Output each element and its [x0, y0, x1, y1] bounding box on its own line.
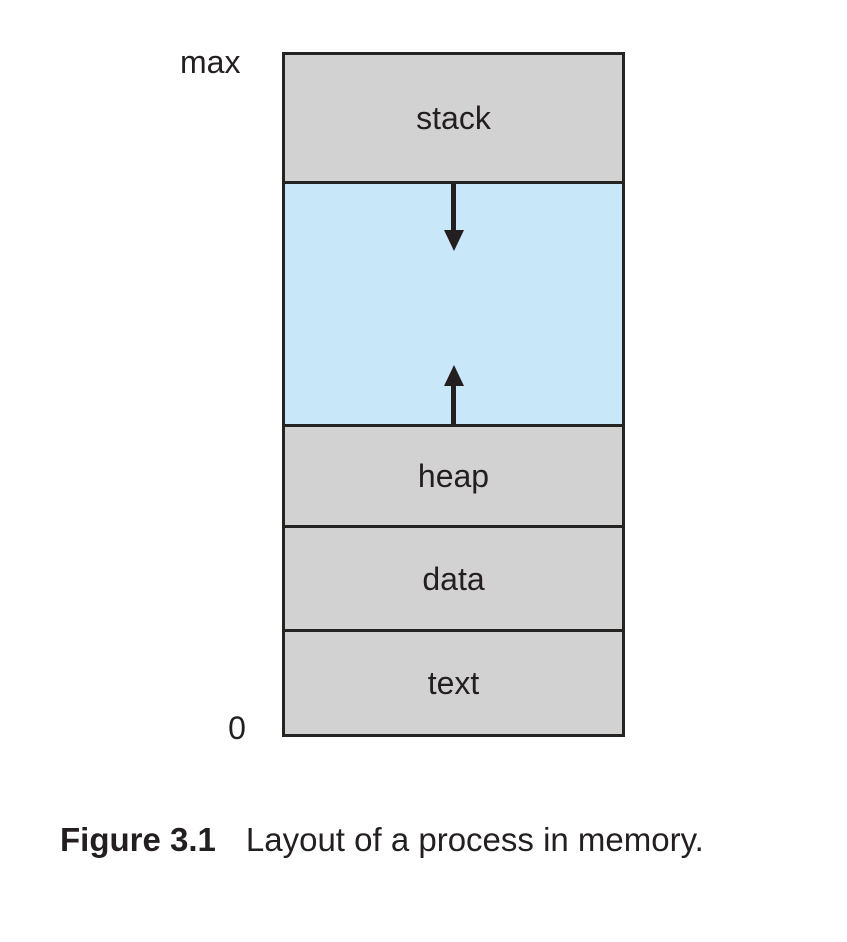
stack-section-label: stack [416, 100, 491, 136]
memory-section-data: data [285, 528, 622, 632]
process-memory-box: stack heap data text [282, 52, 625, 737]
heap-section-label: heap [417, 458, 490, 494]
data-section-label: data [422, 560, 485, 597]
memory-section-heap: heap [285, 427, 622, 528]
up-arrow-head [443, 365, 464, 386]
memory-section-stack: stack [285, 55, 622, 184]
stack-growth-down-arrow-icon [443, 184, 464, 251]
text-section-label: text [427, 665, 480, 701]
up-arrow-shaft [451, 386, 456, 424]
heap-growth-up-arrow-icon [443, 365, 464, 424]
memory-section-text: text [285, 632, 622, 734]
memory-section-free-space [285, 184, 622, 427]
zero-address-label: 0 [228, 710, 246, 746]
figure-caption-text: Layout of a process in memory. [245, 821, 704, 858]
down-arrow-head [443, 230, 464, 251]
figure-caption: Figure 3.1 Layout of a process in memory. [60, 821, 800, 858]
max-address-label: max [180, 44, 241, 80]
figure-caption-number: Figure 3.1 [60, 821, 216, 858]
down-arrow-shaft [451, 184, 456, 230]
